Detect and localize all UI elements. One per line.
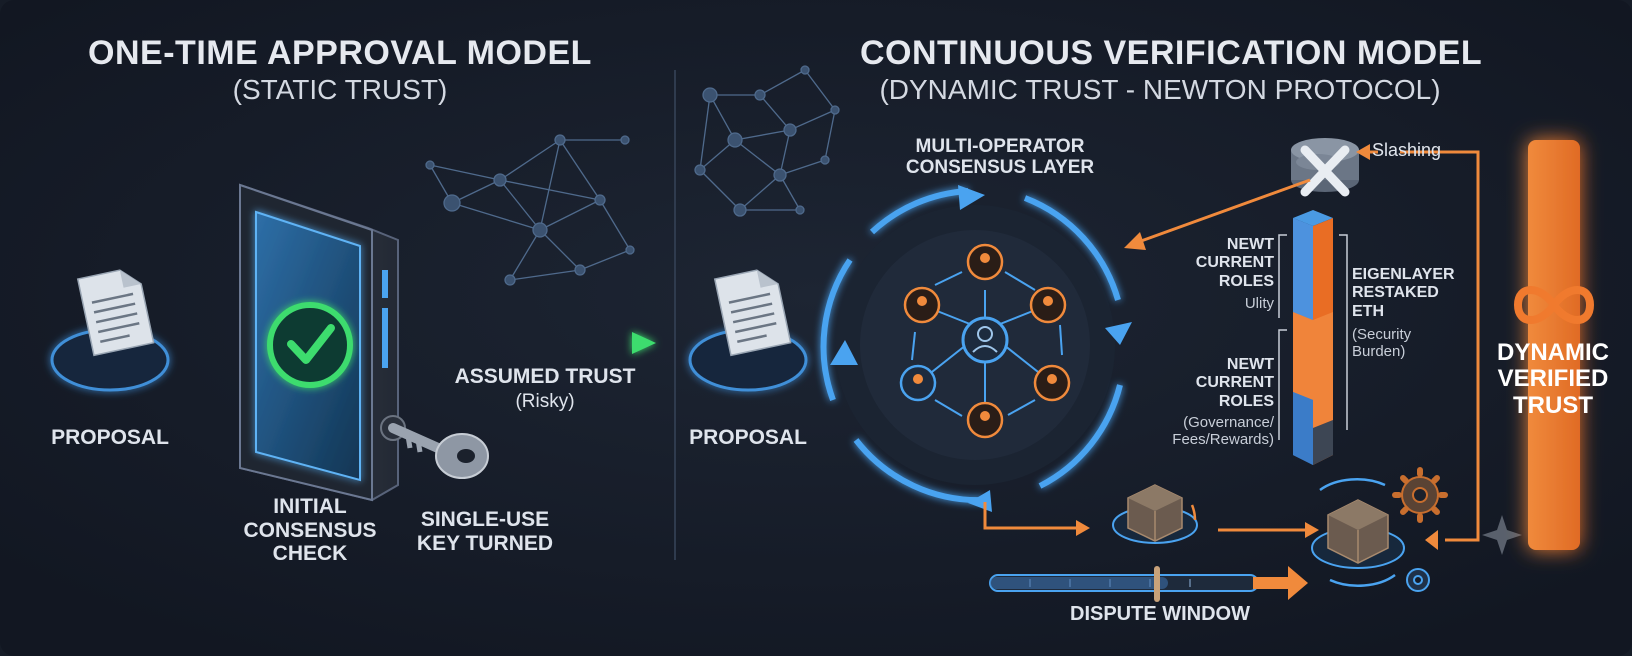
right-title: CONTINUOUS VERIFICATION MODEL bbox=[860, 34, 1483, 72]
dispute-window-label: DISPUTE WINDOW bbox=[1070, 603, 1250, 625]
left-proposal-label: PROPOSAL bbox=[51, 426, 169, 449]
single-use-key-label: SINGLE-USE KEY TURNED bbox=[416, 508, 554, 555]
newt-bottom-note: (Governance/ Fees/Rewards) bbox=[1172, 414, 1274, 449]
stake-column bbox=[1278, 210, 1348, 465]
infinity-icon bbox=[1513, 286, 1595, 324]
eigenlayer-note: (Security Burden) bbox=[1352, 326, 1412, 361]
tablet-icon bbox=[239, 183, 406, 502]
checkmark-icon bbox=[267, 302, 353, 388]
cube-icon-2 bbox=[1311, 478, 1405, 587]
slash-x-icon bbox=[1300, 145, 1350, 197]
dynamic-trust-bar bbox=[1513, 140, 1595, 550]
assumed-trust-note: (Risky) bbox=[515, 391, 575, 412]
consensus-layer-label: MULTI-OPERATOR CONSENSUS LAYER bbox=[905, 136, 1095, 179]
right-network-icon bbox=[694, 65, 840, 217]
left-subtitle: (STATIC TRUST) bbox=[232, 74, 448, 105]
eigenlayer-title: EIGENLAYER RESTAKED ETH bbox=[1352, 266, 1455, 320]
left-title: ONE-TIME APPROVAL MODEL bbox=[88, 34, 592, 72]
newt-top-note: Ulity bbox=[1244, 295, 1274, 312]
dynamic-trust-label: DYNAMIC VERIFIED TRUST bbox=[1497, 339, 1609, 419]
slashing-feedback-arrow bbox=[1129, 178, 1311, 247]
assumed-trust-label: ASSUMED TRUST bbox=[454, 365, 636, 388]
slashing-label: Slashing bbox=[1372, 140, 1442, 160]
dispute-flow bbox=[983, 502, 1319, 602]
left-proposal-icon bbox=[50, 269, 170, 392]
newt-top-title: NEWT CURRENT ROLES bbox=[1195, 236, 1274, 290]
coins-icon bbox=[1291, 138, 1359, 197]
operator-network bbox=[899, 243, 1071, 439]
cube-icon bbox=[1112, 484, 1198, 544]
slashing-loop-line bbox=[1400, 150, 1480, 542]
right-proposal-label: PROPOSAL bbox=[689, 426, 807, 449]
sparkle-icon bbox=[1482, 515, 1522, 555]
initial-check-label: INITIAL CONSENSUS CHECK bbox=[243, 495, 377, 566]
gear-icon-small bbox=[1406, 568, 1430, 592]
left-network-icon bbox=[425, 134, 635, 286]
right-subtitle: (DYNAMIC TRUST - NEWTON PROTOCOL) bbox=[879, 74, 1441, 105]
gear-icon bbox=[1392, 467, 1448, 523]
key-icon bbox=[388, 423, 489, 479]
newt-bottom-title: NEWT CURRENT ROLES bbox=[1195, 356, 1274, 410]
right-proposal-icon bbox=[688, 269, 808, 392]
